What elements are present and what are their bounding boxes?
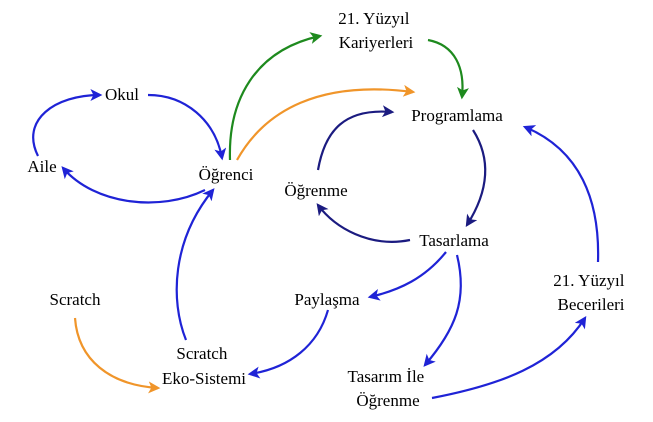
node-okul: Okul — [105, 85, 139, 104]
arrow-aile-to-okul — [32, 89, 103, 157]
node-21-yuzyil-kariyerleri: 21. Yüzyıl Kariyerleri — [338, 9, 413, 52]
arrow-tasarlama-to-tasarim_ogrenme — [423, 254, 462, 367]
arrow-beceriler-to-programlama — [522, 125, 600, 263]
node-tasarlama: Tasarlama — [419, 231, 489, 250]
node-tasarim-ile-ogrenme: Tasarım İle Öğrenme — [348, 367, 429, 410]
node-ogrenme: Öğrenme — [284, 181, 347, 200]
arrow-ogrenci-to-programlama — [236, 84, 416, 161]
arrow-scratch-to-ekosistem — [73, 317, 161, 394]
node-21-yuzyil-becerileri: 21. Yüzyıl Becerileri — [553, 271, 628, 314]
arrow-tasarlama-to-ogrenme — [316, 203, 411, 243]
node-aile: Aile — [27, 157, 56, 176]
node-scratch-eko-sistemi: Scratch Eko-Sistemi — [162, 344, 246, 388]
arrow-ogrenci-to-aile — [61, 166, 206, 204]
arrow-kariyerler-to-programlama — [427, 38, 469, 100]
node-scratch: Scratch — [50, 290, 101, 309]
arrow-okul-to-ogrenci — [147, 93, 227, 161]
arrow-paylasma-to-ekosistem — [247, 309, 330, 379]
arrow-ekosistem-to-ogrenci — [175, 188, 215, 341]
node-paylasma: Paylaşma — [294, 290, 360, 309]
arrow-ogrenci-to-kariyerler — [228, 32, 323, 161]
arrow-tasarim_ogrenme-to-beceriler — [431, 315, 587, 400]
arrow-tasarlama-to-paylasma — [367, 251, 447, 301]
edge-layer — [32, 32, 600, 400]
node-ogrenci: Öğrenci — [199, 165, 254, 184]
node-programlama: Programlama — [411, 106, 503, 125]
arrow-programlama-to-tasarlama — [465, 129, 487, 228]
arrow-ogrenme-to-programlama — [316, 105, 395, 171]
node-layer: Okul Aile Öğrenci 21. Yüzyıl Kariyerleri… — [27, 9, 628, 410]
